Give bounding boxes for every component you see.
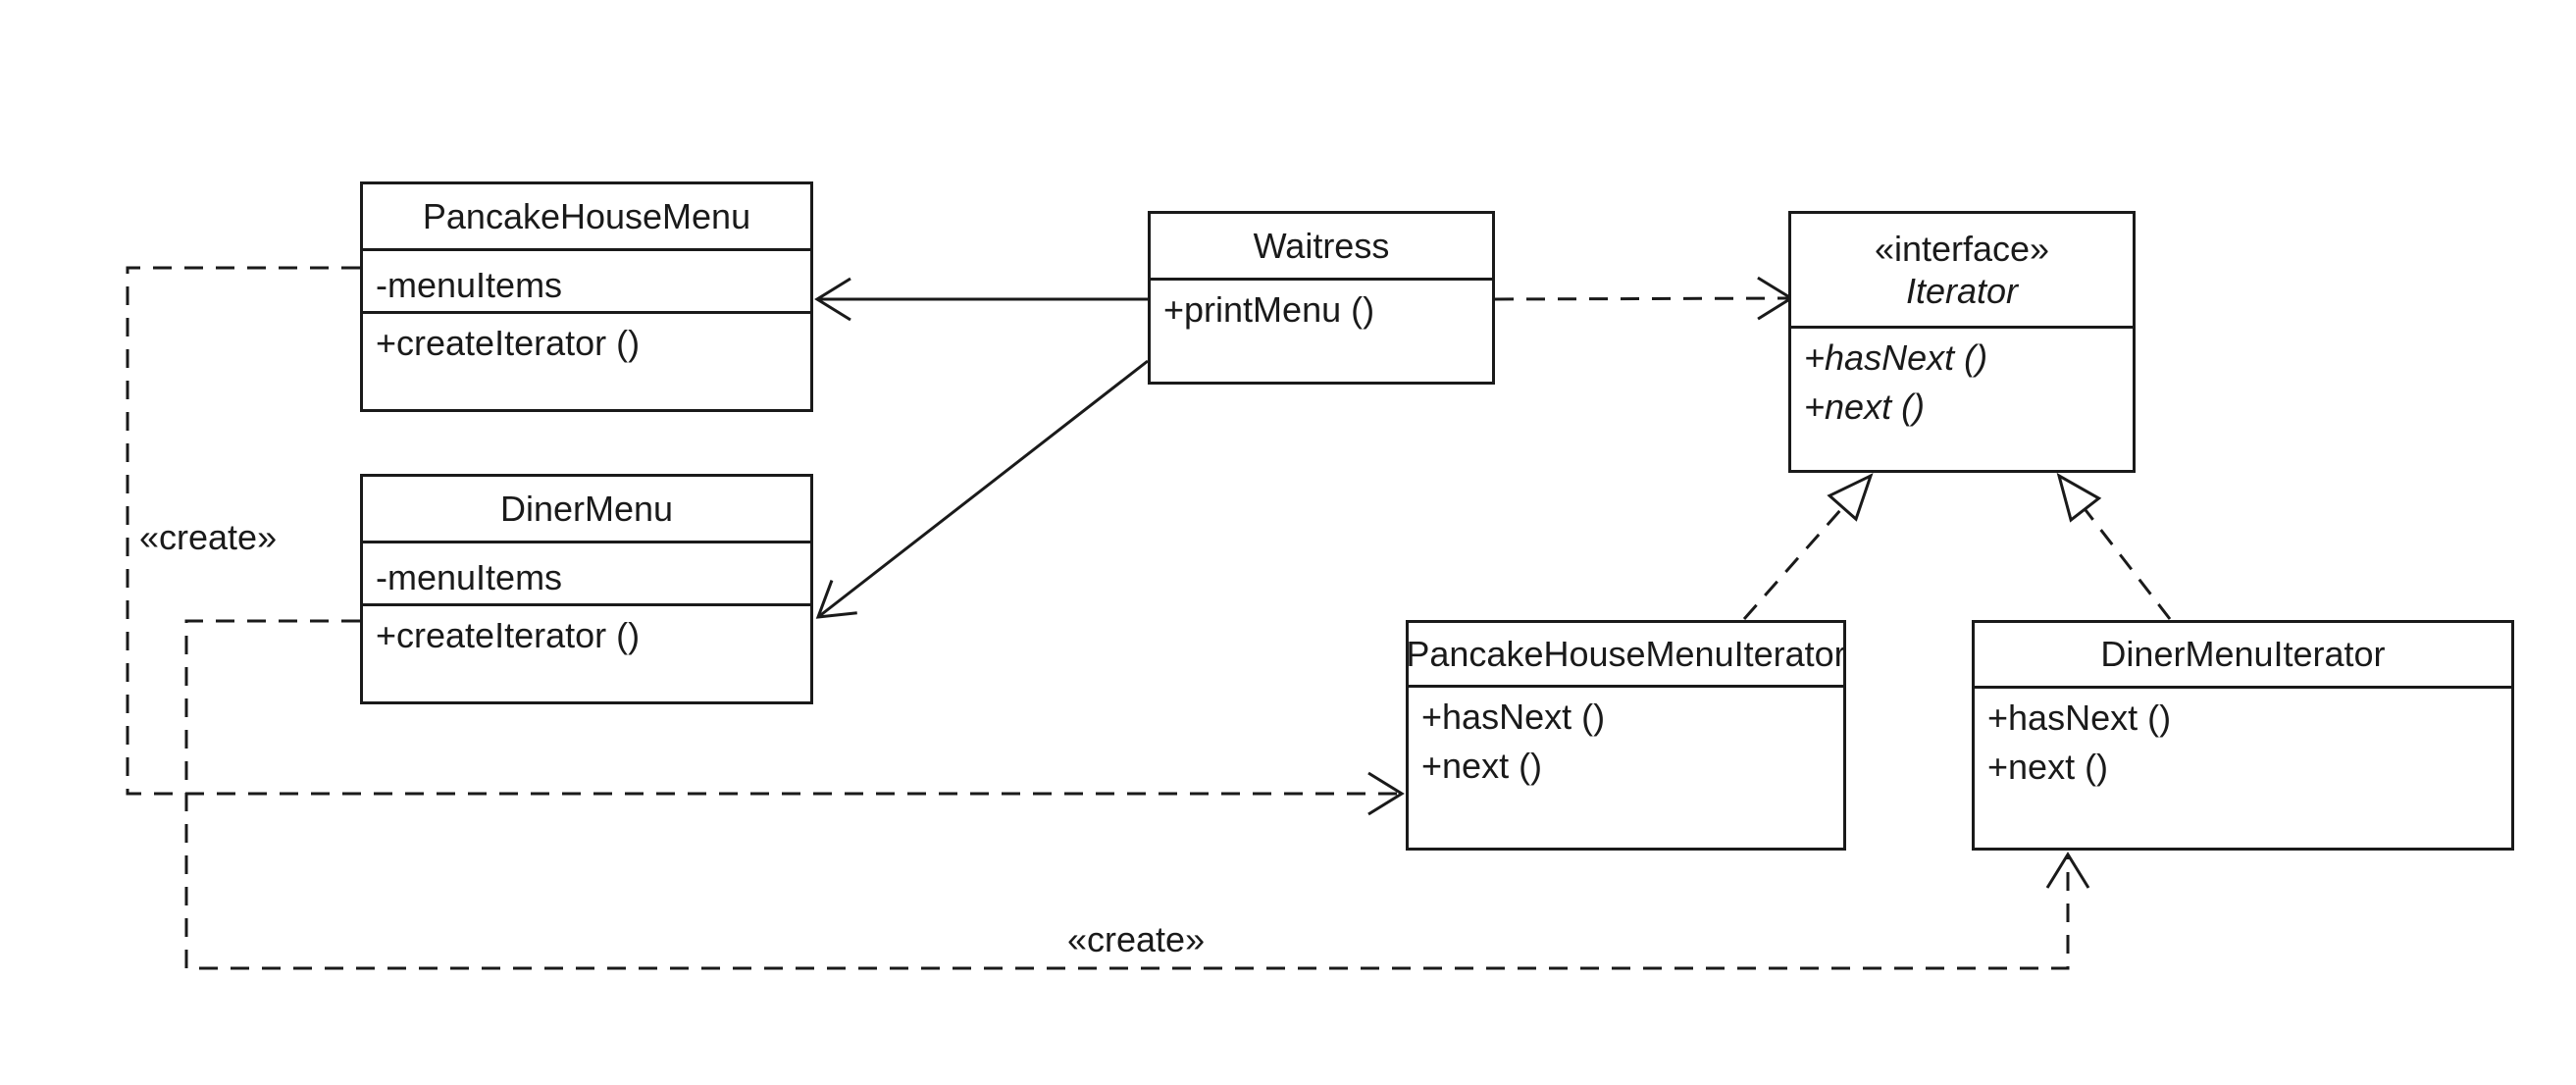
create-label-bottom: «create»: [1067, 919, 1206, 959]
class-methods-section: +hasNext () +next (): [1791, 326, 2133, 470]
class-name: DinerMenu: [499, 488, 674, 529]
class-methods-section: +hasNext () +next (): [1975, 686, 2511, 848]
class-title-section: PancakeHouseMenu: [363, 184, 810, 248]
class-iterator-interface: «interface» Iterator +hasNext () +next (…: [1788, 211, 2136, 473]
realization-pancakehousemenuiterator-to-iterator: [1742, 473, 1874, 620]
class-name: Iterator: [1905, 271, 2019, 311]
class-title-section: DinerMenuIterator: [1975, 623, 2511, 686]
attribute-item: -menuItems: [376, 557, 563, 597]
method-item: +printMenu (): [1163, 289, 1375, 330]
class-pancakehousemenuiterator: PancakeHouseMenuIterator +hasNext () +ne…: [1406, 620, 1846, 851]
class-methods-section: +createIterator (): [363, 311, 810, 409]
realization-dinermenuiterator-to-iterator: [2056, 472, 2172, 620]
method-item: +hasNext (): [1987, 698, 2172, 738]
method-item: +hasNext (): [1421, 697, 1606, 737]
class-title-section: DinerMenu: [363, 477, 810, 541]
class-dinermenu: DinerMenu -menuItems +createIterator (): [360, 474, 813, 704]
class-stereotype: «interface»: [1874, 228, 2050, 269]
class-methods-section: +printMenu (): [1151, 278, 1492, 382]
class-title-section: PancakeHouseMenuIterator: [1406, 623, 1846, 685]
class-name: DinerMenuIterator: [2100, 634, 2386, 675]
method-item: +next (): [1987, 747, 2109, 787]
class-title-section: Waitress: [1151, 214, 1492, 278]
association-waitress-to-dinermenu: [815, 359, 1149, 619]
class-attributes-section: -menuItems: [363, 541, 810, 603]
method-item: +hasNext (): [1804, 337, 1988, 378]
class-name: PancakeHouseMenu: [422, 195, 751, 236]
method-item: +createIterator (): [376, 323, 641, 363]
class-methods-section: +createIterator (): [363, 603, 810, 701]
attribute-item: -menuItems: [376, 265, 563, 305]
dependency-waitress-to-iterator: [1494, 276, 1794, 321]
class-dinermenuiterator: DinerMenuIterator +hasNext () +next (): [1972, 620, 2514, 851]
method-item: +next (): [1421, 746, 1543, 786]
class-attributes-section: -menuItems: [363, 248, 810, 311]
create-label-left: «create»: [139, 517, 278, 557]
class-pancakehousemenu: PancakeHouseMenu -menuItems +createItera…: [360, 181, 813, 412]
class-name: Waitress: [1253, 225, 1390, 266]
method-item: +createIterator (): [376, 615, 641, 655]
class-waitress: Waitress +printMenu (): [1148, 211, 1495, 385]
class-name: PancakeHouseMenuIterator: [1406, 633, 1846, 674]
class-methods-section: +hasNext () +next (): [1409, 685, 1843, 848]
method-item: +next (): [1804, 387, 1926, 427]
class-title-section: «interface» Iterator: [1791, 214, 2133, 326]
